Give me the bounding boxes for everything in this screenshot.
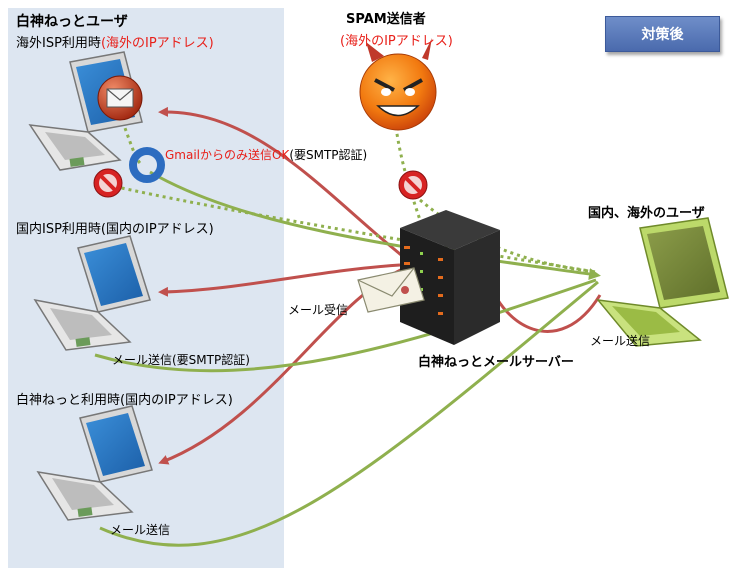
send-arrows bbox=[94, 170, 601, 547]
send-arrow-domestic bbox=[94, 278, 597, 373]
domestic-isp-label: 国内ISP利用時(国内のIPアドレス) bbox=[16, 222, 214, 237]
laptop-shirakami-icon bbox=[36, 405, 153, 521]
overseas-ip-note: (海外のIPアドレス) bbox=[100, 36, 214, 51]
mail-receive-label: メール受信 bbox=[288, 303, 349, 317]
gmail-note-black: (要SMTP認証) bbox=[289, 148, 368, 162]
laptop-external-icon bbox=[596, 217, 729, 347]
after-measures-badge: 対策後 bbox=[605, 16, 720, 52]
shirakami-net-label: 白神ねっと利用時(国内のIPアドレス) bbox=[16, 393, 233, 408]
blocked-paths bbox=[107, 114, 597, 274]
gmail-note-red: Gmailからのみ送信OK bbox=[165, 148, 290, 162]
mail-send-right-label: メール送信 bbox=[590, 334, 651, 348]
envelope-icon bbox=[357, 267, 425, 313]
send-arrow-shirakami bbox=[99, 280, 599, 547]
blocked-icon-overseas bbox=[93, 168, 123, 198]
mail-server-icon bbox=[400, 210, 500, 345]
external-user-label: 国内、海外のユーザ bbox=[588, 206, 705, 221]
receive-arrow-domestic bbox=[158, 263, 401, 297]
blocked-path-spam-a bbox=[393, 119, 422, 221]
overseas-isp-text: 海外ISP利用時 bbox=[16, 36, 101, 51]
spammer-subtitle: (海外のIPアドレス) bbox=[340, 34, 453, 49]
mail-send-auth-label: メール送信(要SMTP認証) bbox=[112, 353, 250, 367]
mail-send-bottom-label: メール送信 bbox=[110, 523, 171, 537]
spam-devil-icon bbox=[359, 38, 437, 131]
blocked-path-overseas bbox=[107, 183, 597, 274]
send-arrow-gmail bbox=[149, 170, 601, 280]
panel-title: 白神ねっとユーザ bbox=[16, 14, 128, 30]
spammer-title: SPAM送信者 bbox=[346, 12, 426, 27]
blocked-icon-spam bbox=[398, 170, 428, 200]
receive-arrow-overseas bbox=[158, 106, 411, 264]
gmail-note: Gmailからのみ送信OK(要SMTP認証) bbox=[165, 147, 367, 163]
server-label: 白神ねっとメールサーバー bbox=[418, 355, 574, 370]
overseas-isp-label: 海外ISP利用時(海外のIPアドレス) bbox=[16, 36, 214, 52]
laptop-domestic-icon bbox=[33, 235, 151, 351]
mail-ball-icon bbox=[97, 75, 143, 121]
allowed-ring-icon bbox=[129, 147, 165, 183]
